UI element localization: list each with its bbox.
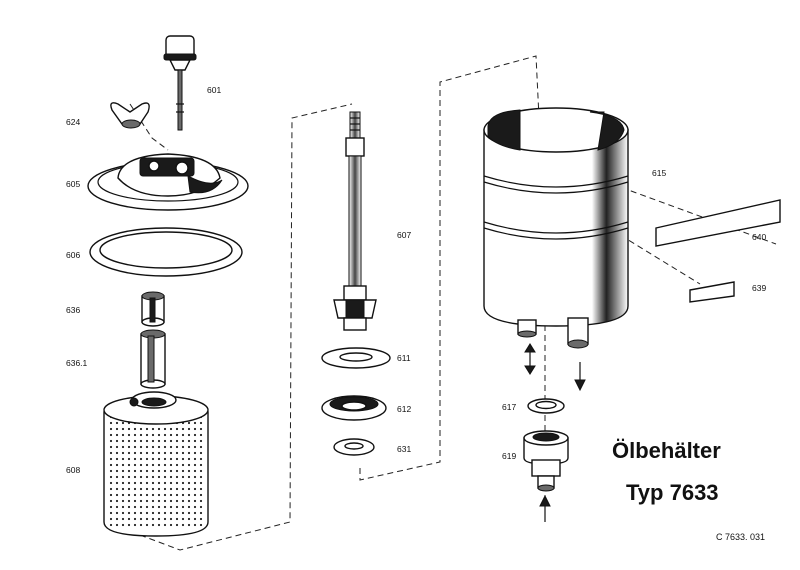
label-640: 640 (752, 232, 766, 242)
part-640-strip (655, 199, 781, 247)
part-606-gasket (89, 227, 243, 277)
part-624-wing-nut (110, 102, 150, 129)
part-617-o-ring (527, 398, 565, 414)
label-601: 601 (207, 85, 221, 95)
part-636-1-tube (140, 329, 166, 389)
part-636-sleeve (141, 291, 165, 327)
drawing-code: C 7633. 031 (716, 532, 765, 542)
title-line-1: Ölbehälter (612, 438, 721, 463)
title-line-2: Typ 7633 (626, 480, 719, 505)
label-608: 608 (66, 465, 80, 475)
part-619-fitting (523, 430, 569, 492)
label-631: 631 (397, 444, 411, 454)
label-619: 619 (502, 451, 516, 461)
part-615-tank (483, 107, 629, 349)
assembly-lines (129, 55, 777, 551)
flow-arrows (524, 343, 586, 522)
label-612: 612 (397, 404, 411, 414)
part-605-lid (87, 153, 249, 211)
part-607-stem (333, 111, 377, 331)
part-608-filter (103, 391, 209, 537)
label-606: 606 (66, 250, 80, 260)
part-639-strip (689, 281, 735, 303)
part-612-dish (321, 395, 387, 421)
part-labels: 601 624 605 606 636 636.1 608 607 611 61… (66, 85, 766, 475)
label-615: 615 (652, 168, 666, 178)
label-617: 617 (502, 402, 516, 412)
label-636-1: 636.1 (66, 358, 88, 368)
label-611: 611 (397, 353, 411, 363)
part-601-dipstick (163, 35, 197, 131)
label-624: 624 (66, 117, 80, 127)
label-636: 636 (66, 305, 80, 315)
part-611-washer (321, 347, 391, 369)
label-605: 605 (66, 179, 80, 189)
part-631-seal (333, 438, 375, 456)
label-607: 607 (397, 230, 411, 240)
label-639: 639 (752, 283, 766, 293)
